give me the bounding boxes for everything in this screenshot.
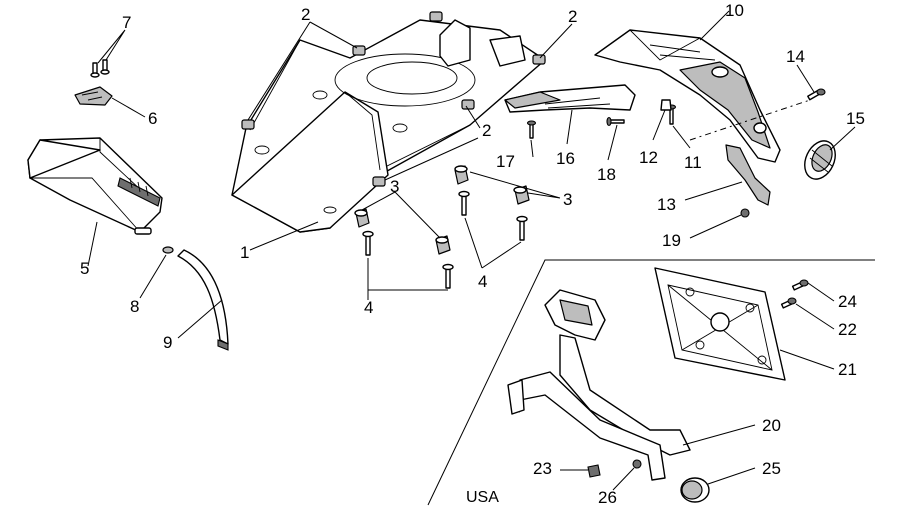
- part-usa-bracket-20: [507, 289, 691, 481]
- callout-5: 5: [80, 259, 89, 278]
- callout-11: 11: [684, 153, 702, 172]
- part-bracket-13: [725, 144, 771, 206]
- callout-2-lower: 2: [482, 121, 491, 140]
- callout-9: 9: [163, 333, 172, 352]
- part-bracket-16: [504, 84, 636, 113]
- region-label-usa: USA: [466, 489, 499, 506]
- callout-3-left: 3: [390, 177, 399, 196]
- callout-4-right: 4: [478, 272, 487, 291]
- callout-6: 6: [148, 109, 157, 128]
- callout-25: 25: [762, 459, 781, 478]
- part-cap-25: [680, 477, 710, 503]
- part-plate-holder-10: [594, 29, 781, 163]
- callout-14: 14: [786, 47, 805, 66]
- part-bolt-14: [807, 88, 826, 101]
- callout-2-right: 2: [568, 7, 577, 26]
- part-bracket-6: [74, 86, 113, 106]
- part-washer-26: [632, 459, 642, 469]
- leader-lines: [87, 10, 856, 491]
- part-screw-17: [526, 120, 537, 139]
- usa-section-divider: [427, 259, 875, 506]
- callout-20: 20: [762, 416, 781, 435]
- callout-26: 26: [598, 488, 617, 507]
- part-spacer-12: [660, 99, 672, 111]
- callout-18: 18: [597, 165, 616, 184]
- callout-13: 13: [657, 195, 676, 214]
- callout-15: 15: [846, 109, 865, 128]
- callout-12: 12: [639, 148, 658, 167]
- callout-19: 19: [662, 231, 681, 250]
- callout-3-right: 3: [563, 190, 572, 209]
- part-hose-clamp-8: [162, 246, 174, 254]
- part-rear-mudguard: [231, 19, 546, 233]
- part-nut-23: [587, 464, 601, 478]
- assembly-axis-line: [689, 99, 811, 141]
- part-pins-7: [90, 59, 110, 78]
- callout-10: 10: [725, 1, 744, 20]
- part-nut-19: [740, 208, 750, 218]
- callout-labels: 1 2 2 2 3 3 4 4 5 6 7 8 9 10 11 12 13 14…: [80, 1, 865, 507]
- part-drain-hose-9: [177, 249, 229, 351]
- callout-8: 8: [130, 297, 139, 316]
- callout-7: 7: [122, 13, 131, 32]
- callout-4-left: 4: [364, 298, 373, 317]
- callout-1: 1: [240, 243, 249, 262]
- part-reflector-15: [804, 140, 836, 180]
- part-plate-mount-21: [654, 267, 786, 381]
- callout-21: 21: [838, 360, 857, 379]
- part-screw-18: [606, 116, 625, 127]
- part-screws-4: [362, 190, 528, 289]
- callout-2-top: 2: [301, 5, 310, 24]
- callout-24: 24: [838, 292, 857, 311]
- part-tray-box: [27, 137, 163, 235]
- callout-17: 17: [496, 152, 515, 171]
- part-grommets: [354, 165, 530, 255]
- part-screw-24: [791, 279, 809, 291]
- callout-22: 22: [838, 320, 857, 339]
- part-screw-22: [780, 297, 797, 309]
- callout-16: 16: [556, 149, 575, 168]
- callout-23: 23: [533, 459, 552, 478]
